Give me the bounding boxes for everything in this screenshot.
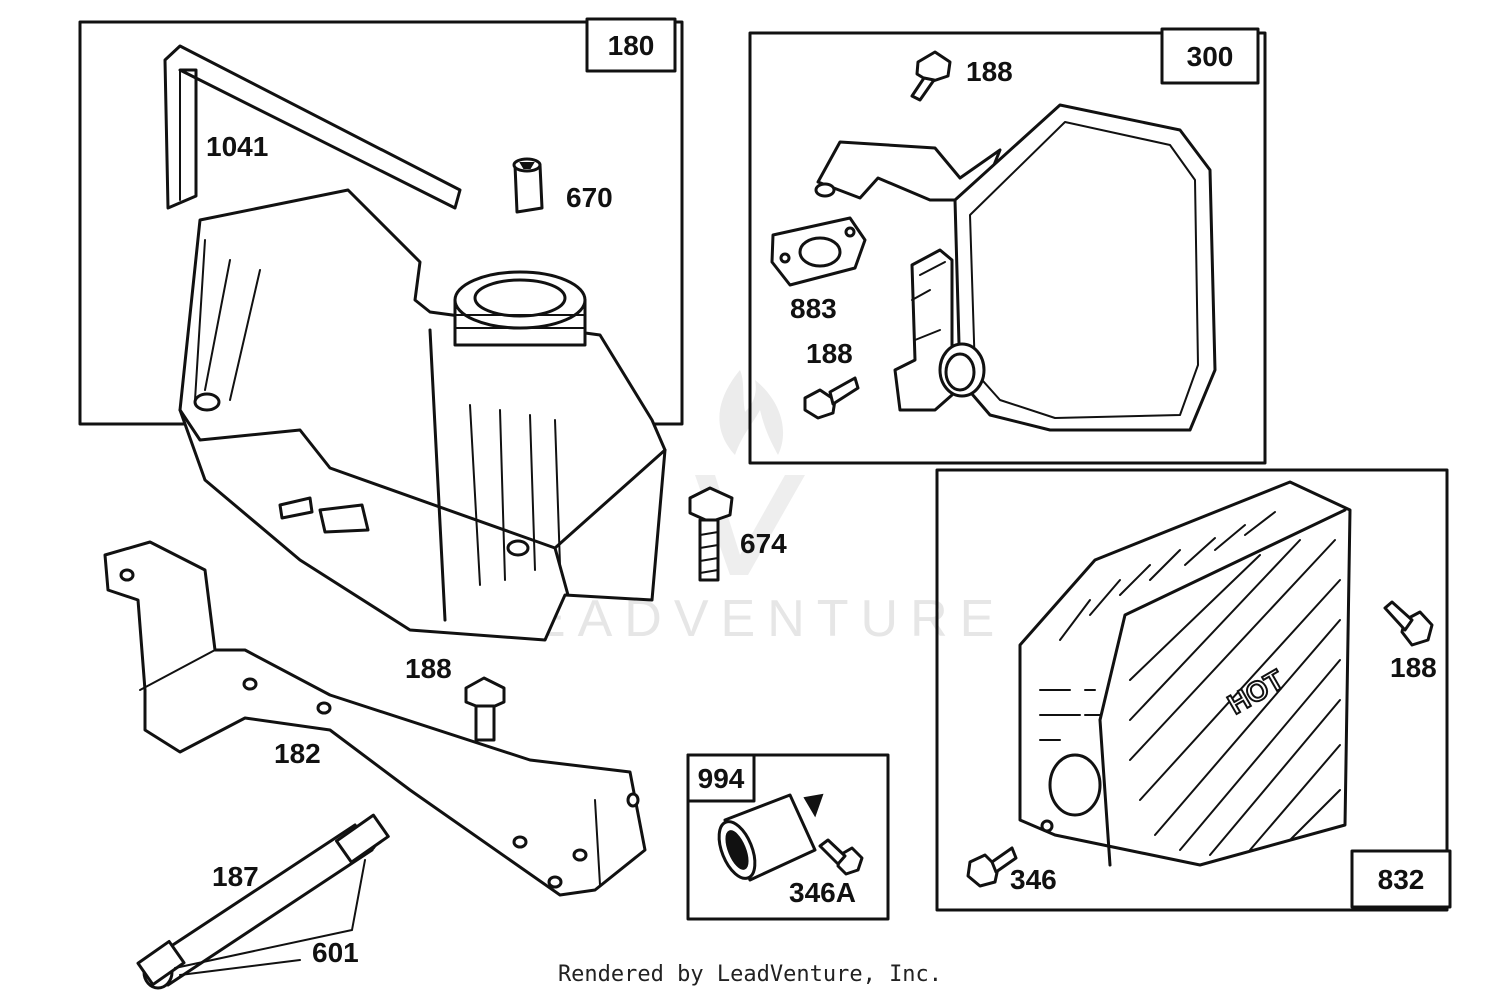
label-346: 346: [1010, 864, 1057, 895]
fuel-tank-strap-part: [163, 44, 462, 210]
bolt-188-mid-part: [803, 376, 860, 420]
label-188-top: 188: [966, 56, 1013, 87]
hose-clamp-part: [136, 813, 390, 987]
mounting-bracket-part: [103, 540, 647, 897]
bolt-674-part: [688, 486, 734, 582]
label-1041: 1041: [206, 131, 268, 162]
box-180-label: 180: [608, 30, 655, 61]
label-187: 187: [212, 861, 259, 892]
label-188-mid: 188: [806, 338, 853, 369]
bolt-188-right-part: [1383, 600, 1434, 647]
label-182: 182: [274, 738, 321, 769]
box-994-label: 994: [698, 763, 745, 794]
bolt-188-top-part: [910, 50, 952, 102]
label-601: 601: [312, 937, 359, 968]
box-832-label: 832: [1378, 864, 1425, 895]
label-883: 883: [790, 293, 837, 324]
box-300-label: 300: [1187, 41, 1234, 72]
box-832-frame: [935, 468, 1449, 912]
watermark-text: LEADVENTURE: [490, 590, 1006, 648]
box-994-label-frame: [686, 753, 756, 803]
bolt-188-center-part: [464, 676, 506, 742]
bolt-346-part: [966, 846, 1018, 888]
box-832-label-frame: [1350, 849, 1452, 909]
label-188-right: 188: [1390, 652, 1437, 683]
label-346a: 346A: [789, 877, 856, 908]
fuel-tank-part: [178, 188, 667, 642]
spark-arrester-part: [717, 793, 824, 882]
footer-credit: Rendered by LeadVenture, Inc.: [557, 962, 943, 987]
muffler-guard-part: HOT: [1018, 480, 1352, 867]
muffler-part: [814, 103, 1217, 432]
label-670: 670: [566, 182, 613, 213]
box-180-label-frame: [585, 17, 677, 73]
box-994-frame: [686, 753, 890, 921]
bushing-part: [512, 157, 544, 214]
label-674: 674: [740, 528, 787, 559]
screw-346a-part: [818, 838, 864, 876]
gasket-part: [770, 216, 867, 287]
label-188-center: 188: [405, 653, 452, 684]
box-300-label-frame: [1160, 27, 1260, 85]
box-300-frame: [748, 31, 1267, 465]
